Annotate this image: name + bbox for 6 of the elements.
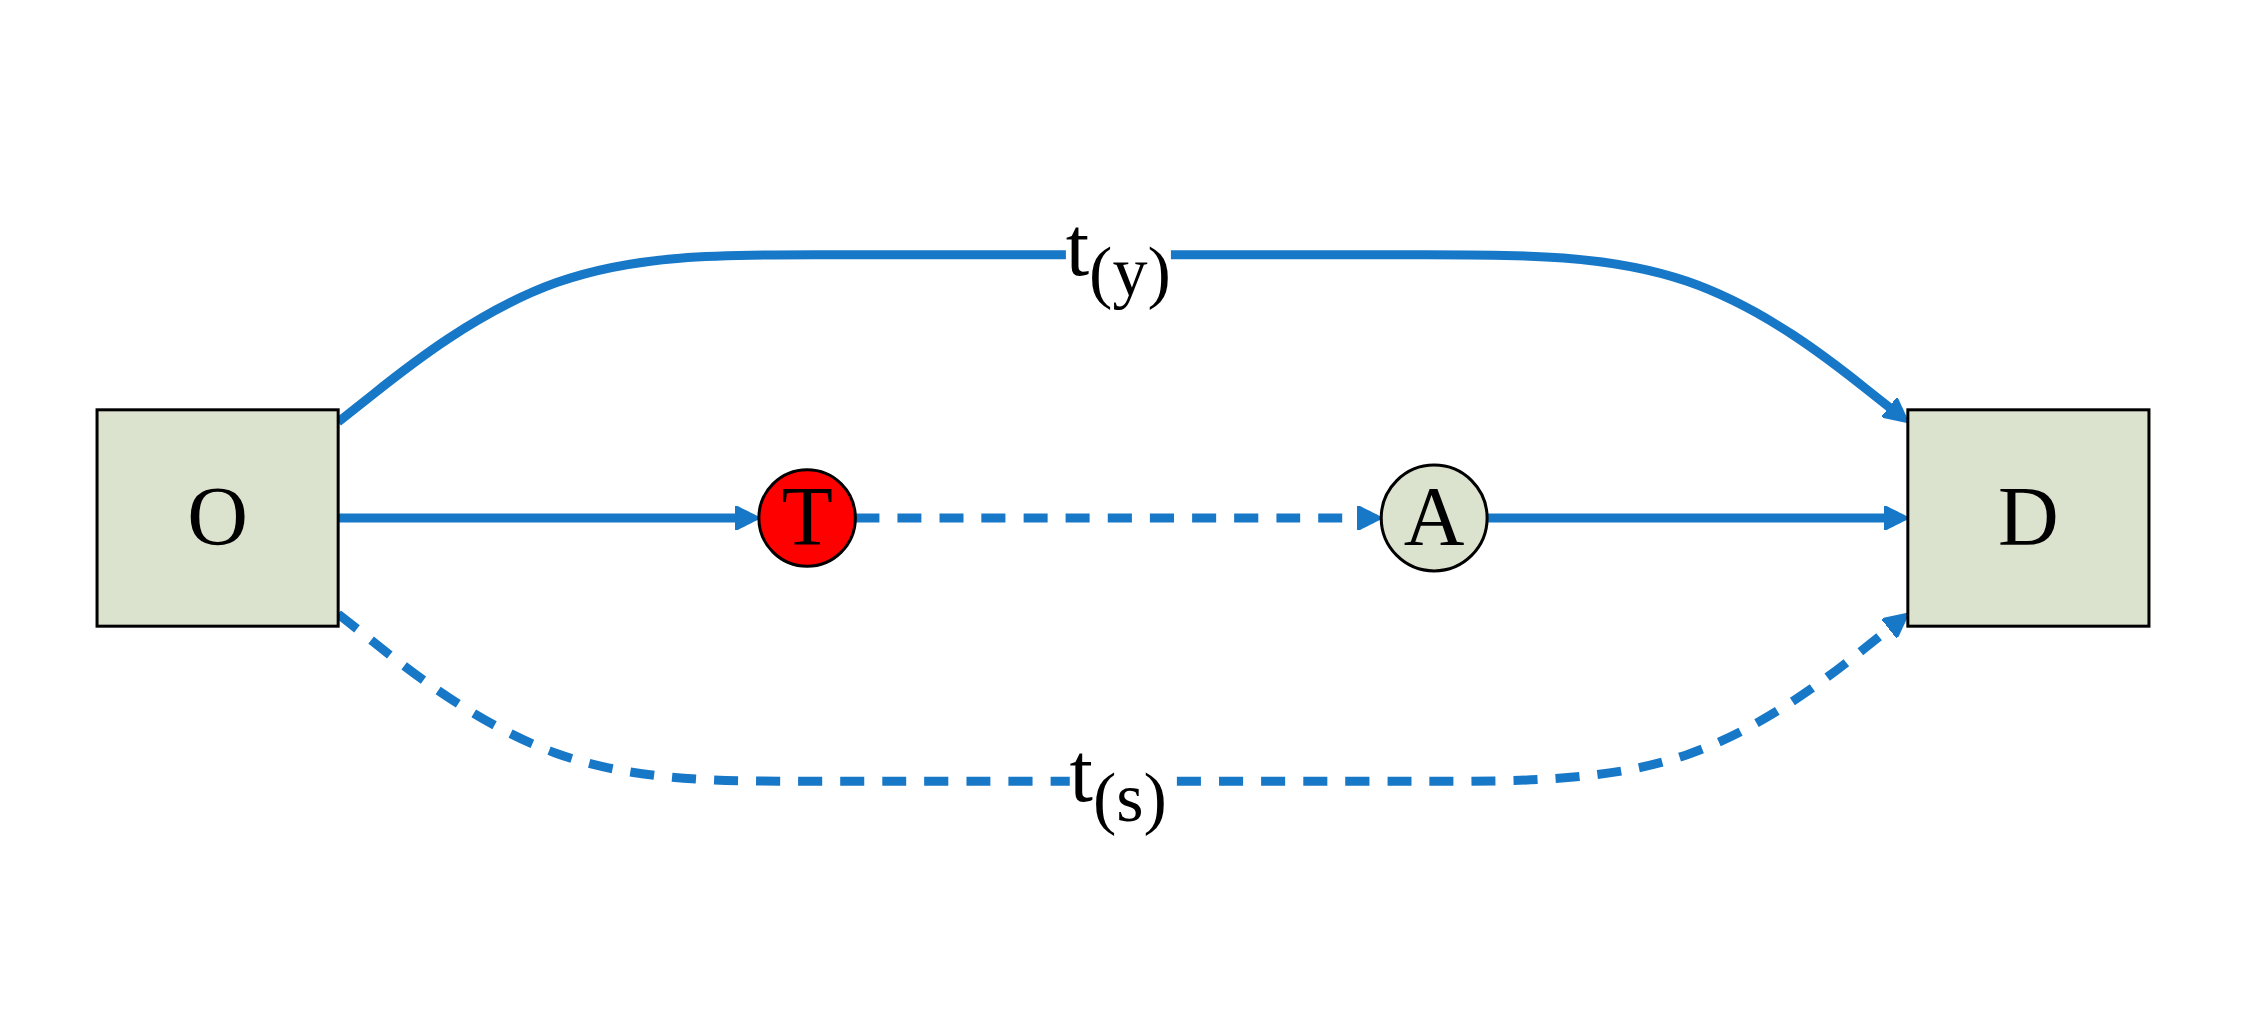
node-box: O <box>95 408 340 628</box>
node-circle: A <box>1379 463 1489 573</box>
edge-label: t$_{(y)}$ <box>1065 199 1171 310</box>
node-circle: T <box>757 468 857 568</box>
node-box: D <box>1906 408 2151 628</box>
edge-label: t$_{(s)}$ <box>1069 726 1167 837</box>
